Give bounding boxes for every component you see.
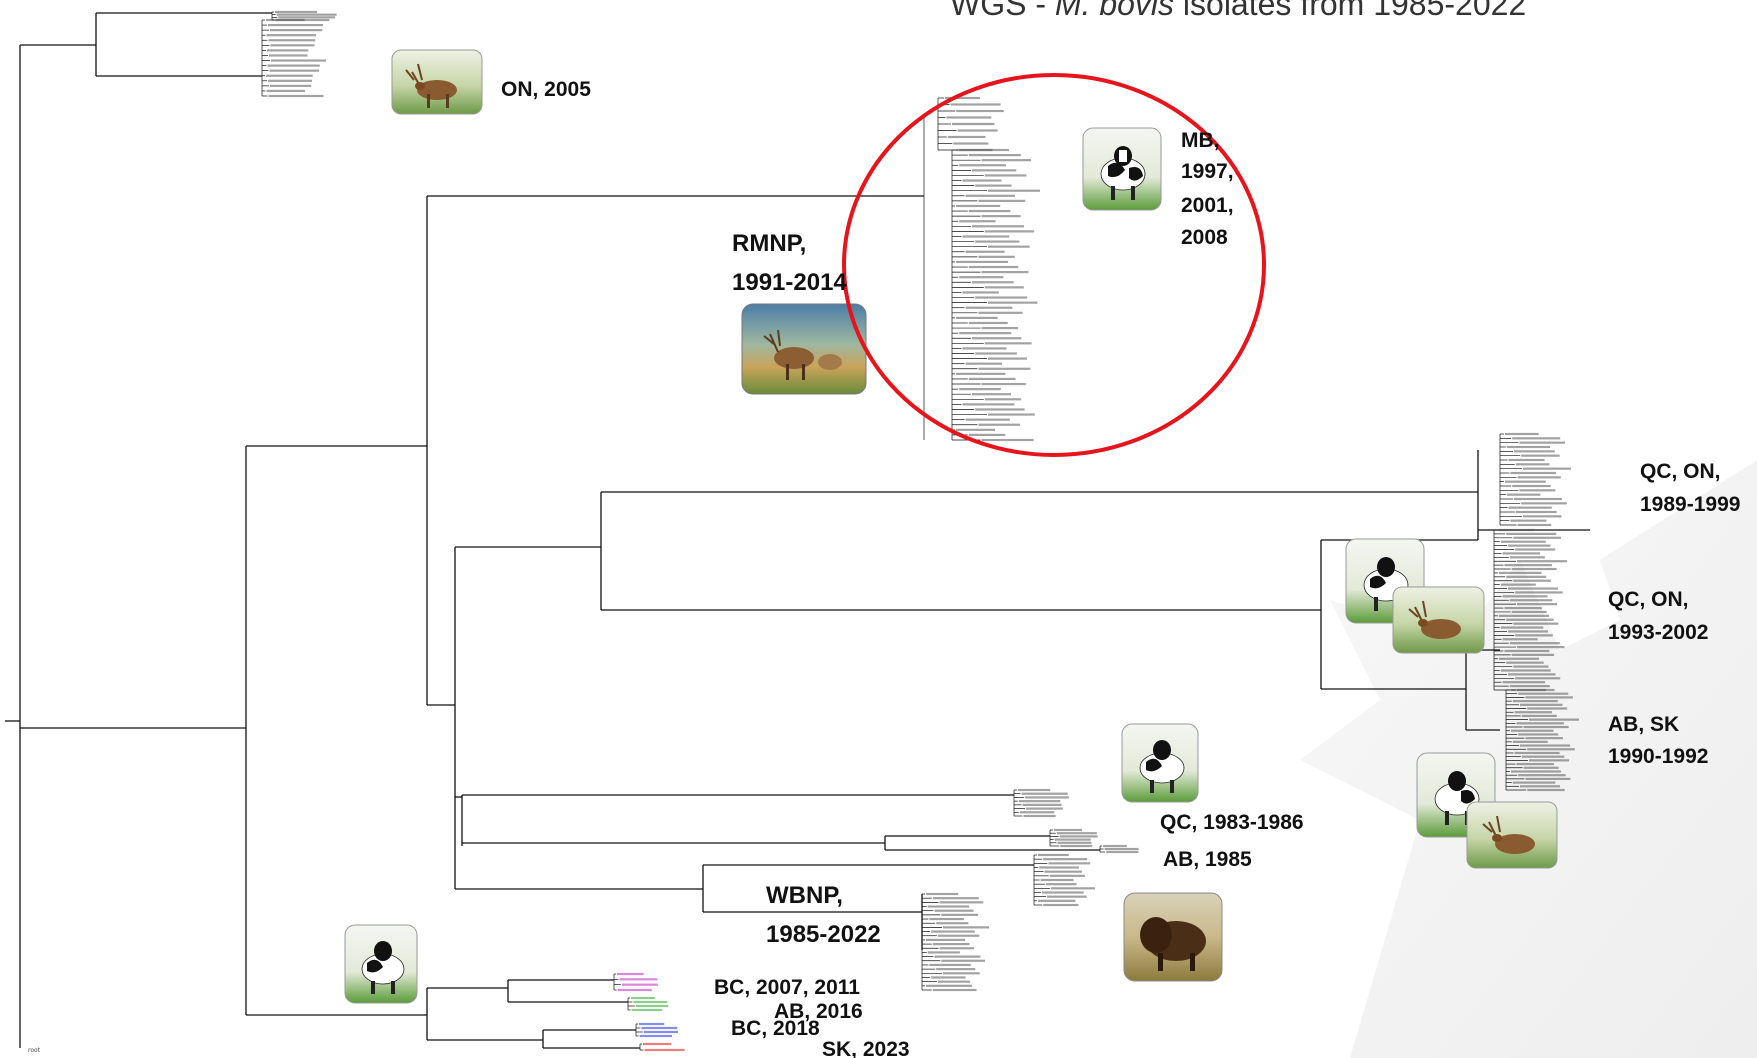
clade-label-rmnp: RMNP, 1991-2014 — [732, 230, 847, 296]
clade-label-ab-sk: AB, SK 1990-1992 — [1608, 713, 1708, 768]
elk-photo-icon — [391, 49, 483, 115]
svg-text:QC, ON,: QC, ON, — [1640, 460, 1721, 483]
svg-text:RMNP,: RMNP, — [732, 230, 806, 257]
clade-label-on-2005: ON, 2005 — [501, 78, 591, 101]
clade-label-bc-2018: BC, 2018 — [731, 1017, 820, 1040]
holstein-cow-photo-icon — [1121, 723, 1199, 803]
tree-backbone — [5, 12, 1590, 1049]
clade-label-wbnp: WBNP, 1985-2022 — [766, 882, 881, 948]
svg-text:QC, ON,: QC, ON, — [1608, 588, 1689, 611]
svg-text:1990-1992: 1990-1992 — [1608, 745, 1708, 768]
svg-text:1991-2014: 1991-2014 — [732, 269, 847, 296]
highlight-circle — [842, 73, 1266, 457]
elk-herd-photo-icon — [741, 303, 867, 395]
clade-label-qc-on-1989: QC, ON, 1989-1999 — [1640, 460, 1740, 516]
svg-text:1997,: 1997, — [1181, 160, 1234, 183]
clade-label-bc-2007: BC, 2007, 2011 — [714, 976, 860, 999]
clade-label-qc-on-1993: QC, ON, 1993-2002 — [1608, 588, 1708, 644]
clade-label-sk-2023: SK, 2023 — [822, 1038, 910, 1058]
tip-clusters — [261, 10, 1579, 1052]
svg-text:2001,: 2001, — [1181, 194, 1234, 217]
clade-label-qc-1983: QC, 1983-1986 — [1160, 811, 1304, 834]
clade-label-mb: MB, 1997, 2001, 2008 — [1181, 129, 1234, 249]
elk-photo-icon — [1466, 801, 1558, 869]
svg-text:1985-2022: 1985-2022 — [766, 921, 881, 948]
holstein-cow-photo-icon — [344, 924, 418, 1004]
bison-photo-icon — [1123, 892, 1223, 982]
svg-text:AB, SK: AB, SK — [1608, 713, 1679, 736]
root-label: root — [28, 1047, 41, 1054]
svg-text:MB,: MB, — [1181, 129, 1220, 152]
svg-text:2008: 2008 — [1181, 226, 1228, 249]
svg-text:1993-2002: 1993-2002 — [1608, 621, 1708, 644]
holstein-cow-photo-icon — [1082, 127, 1162, 211]
clade-label-ab-2016: AB, 2016 — [774, 1000, 863, 1023]
figure-title: WGS - M. bovis isolates from 1985-2022 — [950, 0, 1526, 22]
clade-label-ab-1985: AB, 1985 — [1163, 848, 1252, 871]
svg-text:1989-1999: 1989-1999 — [1640, 493, 1740, 516]
maple-leaf-watermark — [1300, 460, 1757, 1058]
svg-text:WBNP,: WBNP, — [766, 882, 843, 909]
elk-photo-icon — [1392, 586, 1485, 654]
